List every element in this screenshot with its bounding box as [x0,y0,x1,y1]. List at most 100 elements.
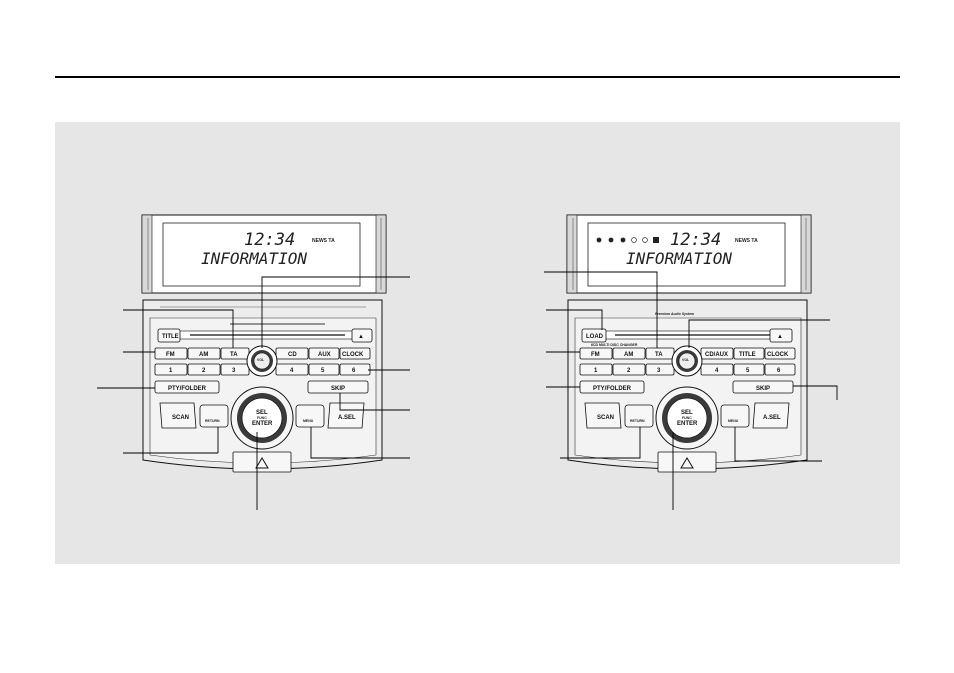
return-label: RETURN [205,419,220,423]
eject-icon: ▲ [358,334,364,340]
clock-button[interactable] [764,347,796,360]
fm-label: FM [591,352,600,358]
func-label: FUNC [257,416,267,420]
ta-label: TA [655,352,663,358]
am-button[interactable] [187,347,221,360]
preset-1-button[interactable] [154,363,188,376]
skip-button[interactable] [307,380,369,394]
disc-indicator-icons [596,237,659,243]
preset-5-label: 5 [746,368,750,374]
display-indicators: NEWS TA [735,238,758,244]
display-message: INFORMATION [201,249,307,268]
clock-label: CLOCK [342,352,364,358]
preset-4-label: 4 [290,368,294,374]
hazard-button[interactable] [657,451,717,473]
preset-5-button[interactable] [308,363,340,376]
preset-4-button[interactable] [700,363,734,376]
fm-button[interactable] [579,347,613,360]
title-label: TITLE [739,352,756,358]
hazard-icon [680,457,694,469]
display-time: 12:34 [244,230,295,250]
branding: Premium Audio System [655,312,694,316]
pty-folder-label: PTY/FOLDER [593,386,632,392]
cd-button[interactable] [275,347,309,360]
preset-4-label: 4 [715,368,719,374]
leader-lines [544,271,838,510]
preset-3-button[interactable] [220,363,250,376]
volume-knob[interactable]: VOL [671,345,703,377]
sel-enter-knob[interactable]: SEL FUNC ENTER [655,386,719,450]
cd-aux-button[interactable] [700,347,734,360]
scan-label: SCAN [172,415,189,421]
skip-button[interactable] [732,380,794,394]
preset-5-button[interactable] [733,363,765,376]
pty-folder-button[interactable] [154,380,220,394]
return-button[interactable] [624,404,654,428]
vol-label: VOL [257,358,265,362]
scan-button[interactable] [584,402,622,429]
aux-button[interactable] [308,347,340,360]
preset-3-label: 3 [657,368,661,374]
cd-aux-label: CD/AUX [705,352,728,358]
preset-3-label: 3 [232,368,236,374]
scan-button[interactable] [159,402,197,429]
eject-button[interactable] [769,328,793,343]
skip-label: SKIP [331,386,345,392]
eject-button[interactable] [351,328,373,343]
enter-label: ENTER [252,421,273,427]
return-button[interactable] [199,404,229,428]
preset-2-button[interactable] [187,363,221,376]
func-label: FUNC [682,416,692,420]
fm-label: FM [166,352,175,358]
title-button[interactable] [733,347,765,360]
sel-label: SEL [681,410,693,416]
title-button[interactable] [157,328,181,343]
load-button[interactable] [581,328,607,343]
sel-enter-knob[interactable]: SEL FUNC ENTER [230,386,294,450]
volume-knob[interactable]: VOL [246,345,278,377]
leader-lines [97,276,410,510]
a-sel-button[interactable] [752,402,790,429]
ta-label: TA [230,352,238,358]
display-indicators: NEWS TA [312,238,335,244]
scan-label: SCAN [597,415,614,421]
hazard-icon [255,457,269,469]
header-rule [55,76,900,78]
a-sel-button[interactable] [327,402,365,429]
sel-label: SEL [256,410,268,416]
menu-button[interactable] [295,404,325,428]
preset-6-label: 6 [777,368,781,374]
preset-1-label: 1 [594,368,598,374]
preset-6-label: 6 [352,368,356,374]
enter-label: ENTER [677,421,698,427]
display-housing: 12:34 NEWS TA INFORMATION [141,214,387,294]
fm-button[interactable] [154,347,188,360]
preset-5-label: 5 [321,368,325,374]
preset-2-label: 2 [202,368,206,374]
preset-1-button[interactable] [579,363,613,376]
load-label: LOAD [586,334,604,340]
hazard-button[interactable] [232,451,292,473]
cd-label: CD [288,352,297,358]
am-button[interactable] [612,347,646,360]
menu-button[interactable] [720,404,750,428]
title-button-label: TITLE [162,334,179,340]
preset-6-button[interactable] [339,363,371,376]
preset-6-button[interactable] [764,363,796,376]
changer-label: 6CD MULTI DISC CHANGER [591,343,638,347]
preset-2-button[interactable] [612,363,646,376]
display-housing: 12:34 NEWS TA INFORMATION [566,214,812,294]
skip-label: SKIP [756,386,770,392]
preset-3-button[interactable] [645,363,675,376]
menu-label: MENU [728,419,739,423]
preset-2-label: 2 [627,368,631,374]
preset-4-button[interactable] [275,363,309,376]
preset-1-label: 1 [169,368,173,374]
return-label: RETURN [630,419,645,423]
display-message: INFORMATION [626,249,732,268]
clock-button[interactable] [339,347,371,360]
menu-label: MENU [303,419,314,423]
vol-label: VOL [682,358,690,362]
